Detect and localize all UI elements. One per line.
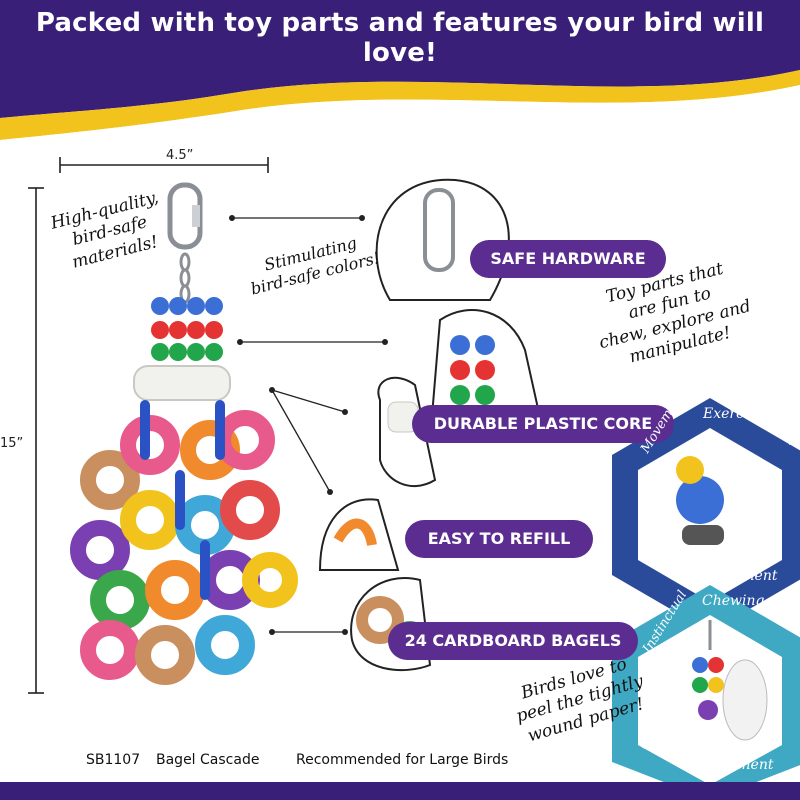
callout-lines [232, 217, 385, 633]
headline: Packed with toy parts and features your … [35, 8, 765, 68]
footer-band [0, 782, 800, 800]
header-banner [0, 0, 800, 150]
product-sku: SB1107 [86, 752, 141, 768]
recommendation-text: Recommended for Large Birds [296, 752, 509, 768]
badge-exercise [612, 398, 800, 632]
height-label: 15” [0, 436, 24, 451]
badge-chewing [612, 585, 800, 800]
height-dimension-line [28, 187, 44, 694]
badge2-top-text: Chewing [702, 593, 765, 609]
zoom-refill [318, 498, 400, 571]
feature-easy-refill: EASY TO REFILL [405, 520, 593, 558]
carabiner-icon [167, 182, 203, 250]
product-name: Bagel Cascade [156, 752, 260, 768]
plastic-core [133, 365, 231, 401]
chain-icon [179, 252, 191, 304]
badge2-lower-text: Satisfies [640, 694, 655, 750]
width-label: 4.5” [166, 148, 194, 163]
bead-stack [151, 297, 223, 361]
feature-cardboard-bagels: 24 CARDBOARD BAGELS [388, 622, 638, 660]
badge1-lower-text: Promotes [640, 482, 655, 545]
badge1-top-text: Exercise [703, 406, 764, 422]
width-dimension-line [59, 157, 269, 173]
badge2-bottom-text: Enrichment [690, 757, 774, 773]
feature-durable-core: DURABLE PLASTIC CORE [412, 405, 674, 443]
feature-safe-hardware: SAFE HARDWARE [470, 240, 666, 278]
badge1-bottom-text: Enrichment [694, 568, 778, 584]
zoom-core-side [377, 376, 437, 487]
cardboard-bagels [70, 400, 298, 685]
